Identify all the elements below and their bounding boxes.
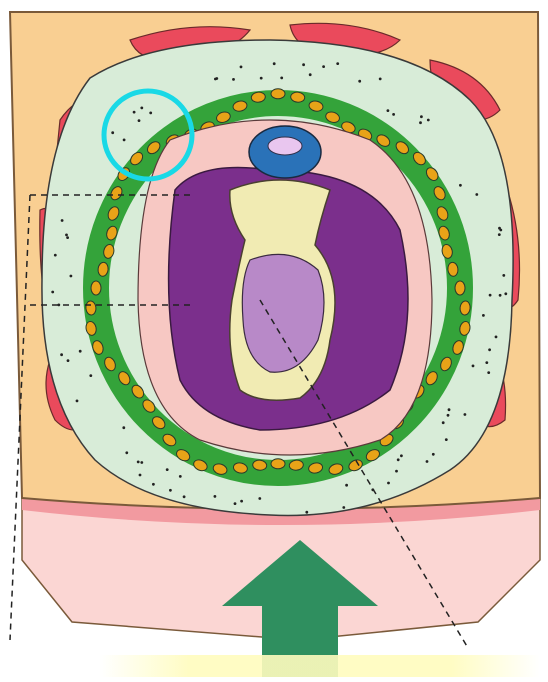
- stroma-dot: [426, 460, 429, 463]
- stroma-dot: [240, 500, 243, 503]
- stroma-dot: [111, 131, 114, 134]
- stroma-dot: [448, 408, 451, 411]
- stroma-dot: [482, 314, 485, 317]
- stroma-dot: [179, 475, 182, 478]
- stroma-dot: [459, 184, 462, 187]
- stroma-dot: [379, 78, 382, 81]
- stroma-dot: [65, 234, 68, 237]
- stroma-dot: [336, 62, 339, 65]
- stroma-dot: [215, 77, 218, 80]
- stroma-dot: [432, 453, 435, 456]
- stroma-dot: [489, 294, 492, 297]
- stroma-dot: [273, 62, 276, 65]
- cell-nucleus: [271, 89, 285, 99]
- stroma-dot: [125, 451, 128, 454]
- stroma-dot: [70, 275, 73, 278]
- stroma-dot: [305, 511, 308, 514]
- stroma-dot: [89, 374, 92, 377]
- stroma-dot: [419, 121, 422, 124]
- stroma-dot: [240, 66, 243, 69]
- stroma-dot: [495, 336, 498, 339]
- cell-nucleus: [455, 281, 465, 295]
- stroma-dot: [122, 426, 125, 429]
- stroma-dot: [485, 361, 488, 364]
- stroma-dot: [51, 291, 54, 294]
- stroma-dot: [358, 80, 361, 83]
- stroma-dot: [66, 236, 69, 239]
- stroma-dot: [183, 495, 186, 498]
- stroma-dot: [139, 474, 142, 477]
- stroma-dot: [395, 470, 398, 473]
- stroma-dot: [152, 483, 155, 486]
- stroma-dot: [502, 274, 505, 277]
- cell-nucleus: [91, 281, 101, 295]
- stroma-dot: [322, 65, 325, 68]
- stroma-dot: [280, 77, 283, 80]
- stroma-dot: [234, 502, 237, 505]
- stroma-dot: [498, 233, 501, 236]
- stroma-dot: [169, 489, 172, 492]
- stroma-dot: [397, 458, 400, 461]
- stroma-dot: [499, 294, 502, 297]
- stroma-dot: [447, 414, 450, 417]
- stroma-dot: [504, 292, 507, 295]
- stroma-dot: [258, 497, 261, 500]
- stroma-dot: [214, 495, 217, 498]
- stroma-dot: [464, 413, 467, 416]
- stroma-dot: [392, 113, 395, 116]
- stroma-dot: [67, 359, 70, 362]
- stroma-dot: [133, 111, 136, 114]
- amniotic-cavity: [268, 137, 302, 155]
- stroma-dot: [149, 112, 152, 115]
- stroma-dot: [140, 461, 143, 464]
- stroma-dot: [54, 254, 57, 257]
- stroma-dot: [138, 119, 141, 122]
- stroma-dot: [472, 365, 475, 368]
- stroma-dot: [309, 73, 312, 76]
- stroma-dot: [302, 63, 305, 66]
- stroma-dot: [76, 400, 79, 403]
- stroma-dot: [123, 139, 126, 142]
- stroma-dot: [487, 371, 490, 374]
- stroma-dot: [61, 219, 64, 222]
- stroma-dot: [475, 193, 478, 196]
- stroma-dot: [260, 77, 263, 80]
- stroma-dot: [140, 107, 143, 110]
- stroma-dot: [387, 482, 390, 485]
- stroma-dot: [137, 461, 140, 464]
- stroma-dot: [342, 506, 345, 509]
- cell-nucleus: [271, 459, 285, 469]
- stroma-dot: [445, 438, 448, 441]
- bottom-glow: [100, 655, 540, 677]
- stroma-dot: [60, 353, 63, 356]
- stroma-dot: [387, 109, 390, 112]
- stroma-dot: [427, 119, 430, 122]
- stroma-dot: [232, 78, 235, 81]
- stroma-dot: [166, 468, 169, 471]
- stroma-dot: [488, 348, 491, 351]
- stroma-dot: [420, 115, 423, 118]
- stroma-dot: [442, 421, 445, 424]
- stroma-dot: [79, 350, 82, 353]
- stroma-dot: [400, 454, 403, 457]
- stroma-dot: [345, 484, 348, 487]
- stroma-dot: [499, 229, 502, 232]
